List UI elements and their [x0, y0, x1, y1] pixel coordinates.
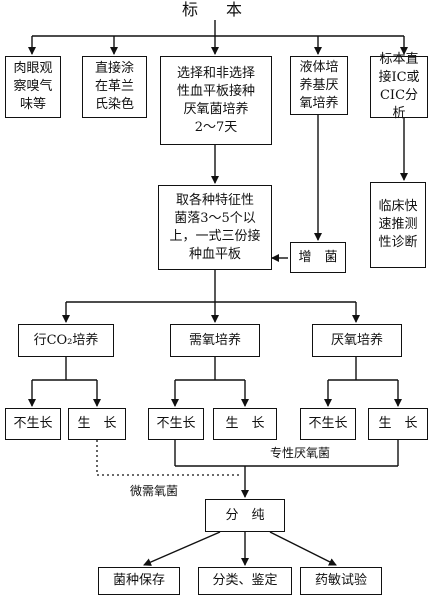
- node-anaerobic-no-growth: 不生长: [300, 408, 356, 440]
- node-anaerobic-culture: 厌氧培养: [312, 324, 402, 357]
- node-direct-ic-analysis: 标本直 接IC或 CIC分析: [370, 52, 428, 121]
- node-anaerobic-growth: 生 长: [368, 408, 428, 440]
- label-obligate-anaerobe: 专性厌氧菌: [268, 446, 333, 460]
- node-strain-preservation: 菌种保存: [98, 567, 180, 595]
- node-gram-stain: 直接涂 在革兰 氏染色: [82, 56, 147, 118]
- node-aerobic-growth: 生 长: [213, 408, 277, 440]
- node-liquid-culture: 液体培 养基厌 氧培养: [290, 56, 348, 115]
- label-microaerophile: 微需氧菌: [128, 484, 181, 498]
- node-purify: 分 纯: [205, 499, 285, 532]
- node-pick-colonies: 取各种特征性 菌落3～5个以 上，一式三份接 种血平板: [158, 185, 272, 270]
- node-co2-culture: 行CO₂培养: [18, 324, 114, 357]
- node-enrich: 增 菌: [290, 242, 346, 273]
- root-specimen: 标 本: [181, 0, 248, 19]
- node-drug-sensitivity-test: 药敏试验: [300, 567, 382, 595]
- node-aerobic-no-growth: 不生长: [148, 408, 204, 440]
- node-classification-identification: 分类、鉴定: [198, 567, 292, 595]
- node-selective-plates: 选择和非选择 性血平板接种 厌氧菌培养 2～7天: [160, 56, 272, 145]
- node-aerobic-culture: 需氧培养: [170, 324, 260, 357]
- node-rapid-diagnosis: 临床快 速推测 性诊断: [370, 182, 426, 268]
- node-visual-smell: 肉眼观 察嗅气 味等: [5, 56, 61, 118]
- node-co2-no-growth: 不生长: [5, 408, 61, 440]
- node-co2-growth: 生 长: [68, 408, 126, 440]
